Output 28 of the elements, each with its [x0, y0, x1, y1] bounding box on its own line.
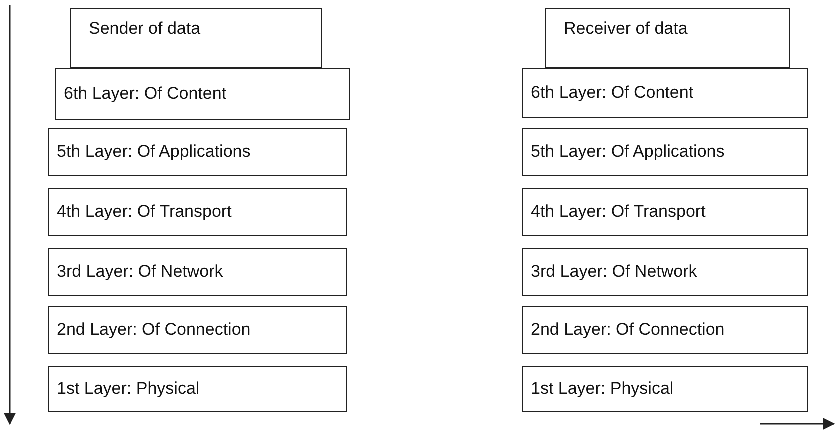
box-label: 1st Layer: Physical — [57, 379, 200, 399]
box-label: 6th Layer: Of Content — [64, 84, 227, 104]
header-box — [70, 8, 322, 68]
layer-box — [522, 68, 808, 118]
header-box — [545, 8, 790, 68]
box-label: 3rd Layer: Of Network — [531, 262, 698, 282]
layer-box — [522, 306, 808, 354]
layer-box — [48, 128, 347, 176]
layer-box — [48, 188, 347, 236]
box-label: 4th Layer: Of Transport — [57, 202, 232, 222]
box-label: 5th Layer: Of Applications — [57, 142, 251, 162]
box-label: 1st Layer: Physical — [531, 379, 674, 399]
layer-box — [522, 248, 808, 296]
box-label: 6th Layer: Of Content — [531, 83, 694, 103]
box-label: 2nd Layer: Of Connection — [57, 320, 251, 340]
box-label: 5th Layer: Of Applications — [531, 142, 725, 162]
layer-box — [522, 366, 808, 412]
box-label: 2nd Layer: Of Connection — [531, 320, 725, 340]
layer-box — [48, 366, 347, 412]
layer-box — [48, 248, 347, 296]
layer-box — [522, 128, 808, 176]
layer-box — [48, 306, 347, 354]
layer-box — [55, 68, 350, 120]
layer-box — [522, 188, 808, 236]
box-label: 4th Layer: Of Transport — [531, 202, 706, 222]
box-label: Receiver of data — [564, 19, 688, 39]
box-label: 3rd Layer: Of Network — [57, 262, 224, 282]
box-label: Sender of data — [89, 19, 201, 39]
